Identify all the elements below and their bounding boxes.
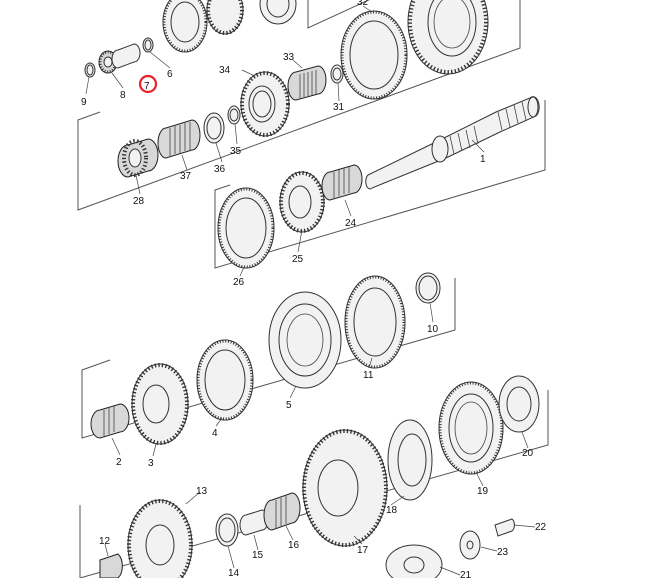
label-12: 12 xyxy=(99,536,111,547)
label-22: 22 xyxy=(535,522,547,533)
part-group-row2-left xyxy=(117,105,241,178)
part-group-row5 xyxy=(99,375,540,578)
label-3: 3 xyxy=(148,458,154,469)
small-parts-left xyxy=(84,37,154,78)
label-5: 5 xyxy=(286,400,292,411)
label-1: 1 xyxy=(480,154,486,165)
label-9: 9 xyxy=(81,97,87,108)
main-shaft xyxy=(365,96,540,190)
label-19: 19 xyxy=(477,486,489,497)
label-6: 6 xyxy=(167,69,173,80)
label-7: 7 xyxy=(144,81,150,92)
label-26: 26 xyxy=(233,277,245,288)
part-labels: 9 8 7 6 32 33 34 31 35 36 37 28 1 24 25 … xyxy=(81,0,547,578)
part-group-row2 xyxy=(240,64,344,137)
label-4: 4 xyxy=(212,428,218,439)
label-15: 15 xyxy=(252,550,264,561)
part-group-row3 xyxy=(217,164,363,269)
label-17: 17 xyxy=(357,545,369,556)
label-35: 35 xyxy=(230,146,242,157)
leader-lines xyxy=(85,5,536,576)
label-18: 18 xyxy=(386,505,398,516)
label-28: 28 xyxy=(133,196,145,207)
label-16: 16 xyxy=(288,540,300,551)
label-25: 25 xyxy=(292,254,304,265)
label-14: 14 xyxy=(228,568,240,578)
label-24: 24 xyxy=(345,218,357,229)
label-33: 33 xyxy=(283,52,295,63)
label-2: 2 xyxy=(116,457,122,468)
label-13: 13 xyxy=(196,486,208,497)
label-34: 34 xyxy=(219,65,231,76)
label-37: 37 xyxy=(180,171,192,182)
label-32: 32 xyxy=(357,0,369,8)
label-10: 10 xyxy=(427,324,439,335)
label-36: 36 xyxy=(214,164,226,175)
label-20: 20 xyxy=(522,448,534,459)
label-23: 23 xyxy=(497,547,509,558)
label-31: 31 xyxy=(333,102,345,113)
label-21: 21 xyxy=(460,570,472,578)
part-group-row4 xyxy=(90,272,441,445)
highlight-marker xyxy=(138,74,158,94)
label-8: 8 xyxy=(120,90,126,101)
label-11: 11 xyxy=(363,370,374,381)
part-group-top xyxy=(162,0,489,100)
